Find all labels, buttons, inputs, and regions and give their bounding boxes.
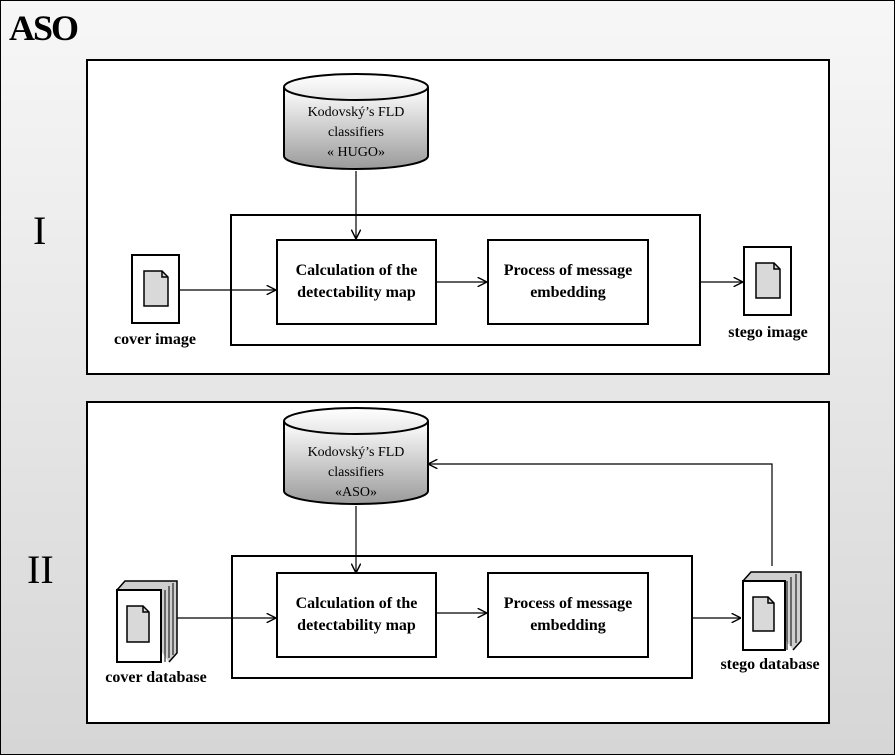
database-label-line: Kodovský’s FLD [307, 445, 405, 460]
section-ii-numeral: II [27, 547, 54, 592]
section-i-numeral: I [33, 208, 47, 253]
database-label-line: classifiers [328, 125, 384, 140]
stego-database-label: stego database [720, 656, 820, 673]
database-label: Kodovský’s FLD classifiers «ASO» [284, 443, 428, 503]
database-label-line: classifiers [328, 465, 384, 480]
embedding-step-box: Process of message embedding [487, 239, 649, 325]
database-label: Kodovský’s FLD classifiers « HUGO» [284, 103, 428, 163]
cover-image-icon [131, 254, 180, 324]
embedding-step-box: Process of message embedding [487, 572, 649, 658]
diagram-title: ASO [9, 8, 79, 48]
stego-database-icon [742, 571, 802, 651]
database-label-line: « HUGO» [327, 145, 385, 160]
database-cylinder-icon [283, 407, 429, 505]
calculation-step-box: Calculation of the detectability map [276, 572, 437, 658]
stego-image-label: stego image [728, 324, 808, 341]
calculation-step-box: Calculation of the detectability map [276, 239, 437, 325]
arrow-feedback-to-db [428, 464, 773, 566]
database-label-line: Kodovský’s FLD [307, 105, 405, 120]
database-cylinder-icon [283, 73, 429, 170]
cover-image-label: cover image [114, 331, 196, 348]
database-label-line: «ASO» [334, 485, 377, 500]
cover-database-icon [116, 580, 178, 663]
cover-database-label: cover database [105, 669, 207, 686]
stego-image-icon [743, 246, 792, 316]
